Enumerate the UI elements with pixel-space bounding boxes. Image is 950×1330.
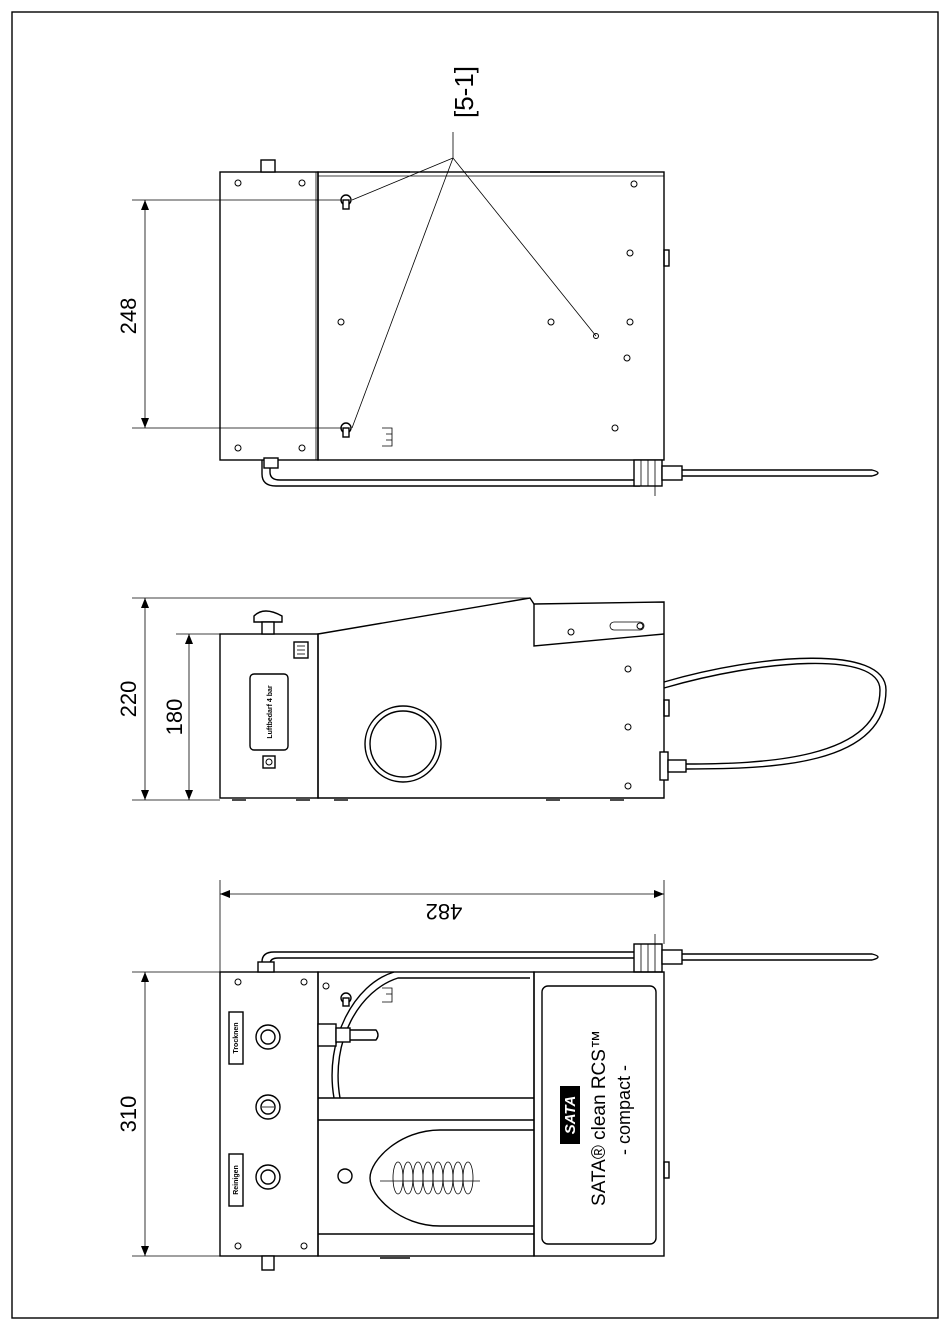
cleaning-chamber-window — [365, 706, 441, 782]
brand-line-2: - compact - — [614, 1065, 634, 1155]
top-view-main-body — [318, 172, 664, 460]
dimension-220-label: 220 — [116, 681, 141, 718]
reference-leaders: [5-1] — [352, 66, 596, 428]
keyhole-slot-lower — [341, 423, 351, 437]
dimension-180-label: 180 — [162, 699, 187, 736]
air-consumption-label: Luftbedarf 4 bar — [267, 685, 274, 739]
front-view-chamber — [318, 972, 534, 1256]
dimension-482-label: 482 — [426, 899, 463, 924]
dimension-310-label: 310 — [116, 1096, 141, 1133]
cleaning-label: Reinigen — [233, 1165, 240, 1195]
side-view: Luftbedarf 4 bar — [220, 598, 886, 800]
dimension-180: 180 — [162, 634, 220, 800]
reference-label: [5-1] — [449, 66, 479, 118]
spring — [380, 1162, 480, 1194]
drawing-frame — [12, 12, 938, 1318]
top-view — [220, 160, 878, 496]
blow-off-label: Trocknen — [233, 1022, 240, 1053]
brand-logo-text: SATA — [562, 1096, 579, 1135]
blow-off-button — [256, 1025, 280, 1049]
side-view-main-body — [318, 598, 664, 798]
brand-line-1: SATA® clean RCS™ — [589, 1030, 610, 1206]
dimension-248: 248 — [116, 200, 342, 428]
top-view-control-box — [220, 172, 318, 460]
keyhole-slot-upper — [341, 195, 351, 209]
cleaning-button — [256, 1165, 280, 1189]
dimension-248-label: 248 — [116, 298, 141, 335]
front-view: Trocknen Reinigen — [220, 934, 878, 1270]
dimension-310: 310 — [116, 972, 262, 1256]
